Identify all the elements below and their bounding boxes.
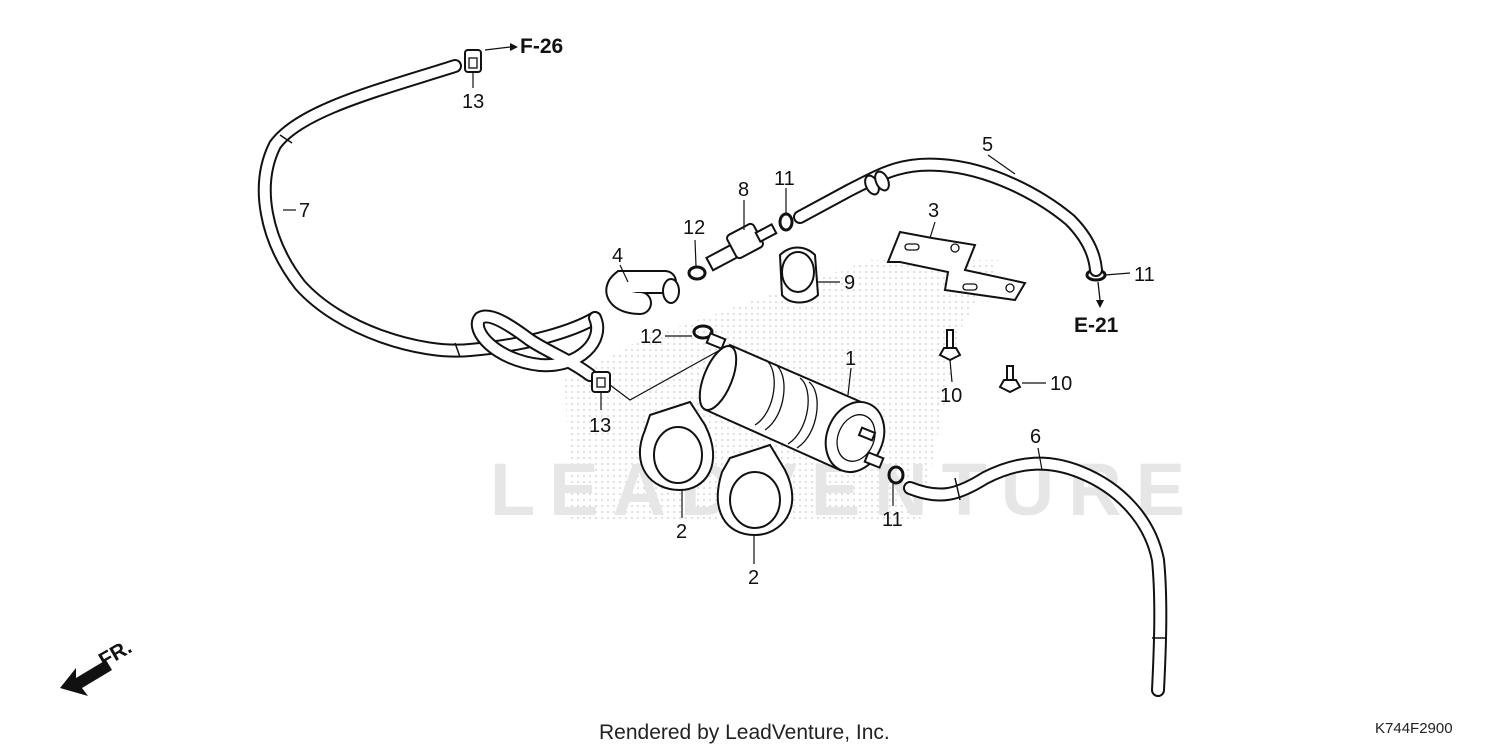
hose-6[interactable] — [903, 456, 1168, 697]
callout-12-upper: 12 — [683, 217, 705, 239]
callout-13-top: 13 — [462, 91, 484, 113]
leader-lines — [283, 72, 1131, 564]
bolt-10-right[interactable] — [998, 365, 1022, 394]
mount-rubber-9[interactable] — [778, 246, 820, 304]
callout-labels: 13 7 4 12 12 8 11 5 3 9 11 1 13 10 10 6 … — [299, 91, 1155, 589]
clamp-11-lower[interactable] — [887, 465, 905, 485]
callout-6: 6 — [1030, 426, 1041, 448]
clip-13-lower[interactable] — [591, 371, 611, 393]
hose-7[interactable] — [257, 59, 605, 382]
callout-10-right: 10 — [1050, 373, 1072, 395]
reference-f26[interactable]: F-26 — [484, 35, 563, 58]
callout-5: 5 — [982, 134, 993, 156]
callout-2-left: 2 — [676, 521, 687, 543]
clamp-11-upper[interactable] — [778, 212, 794, 232]
callout-4: 4 — [612, 245, 623, 267]
callout-9: 9 — [844, 272, 855, 294]
callout-11-right: 11 — [1134, 264, 1155, 286]
callout-8: 8 — [738, 179, 749, 201]
hose-5[interactable] — [793, 157, 1103, 277]
elbow-hose-4[interactable] — [605, 270, 680, 315]
strap-2-right[interactable] — [716, 443, 794, 537]
clamp-12-upper[interactable] — [687, 265, 707, 281]
callout-11-upper: 11 — [774, 168, 795, 190]
clamp-12-lower[interactable] — [692, 324, 714, 340]
bracket-3[interactable] — [886, 230, 1027, 302]
callout-12-lower: 12 — [640, 326, 662, 348]
callout-13-lower: 13 — [589, 415, 611, 437]
valve-8[interactable] — [705, 222, 778, 272]
reference-f26-label: F-26 — [520, 35, 563, 58]
callout-3: 3 — [928, 200, 939, 222]
reference-e21-label: E-21 — [1074, 314, 1119, 337]
footer-diagram-code: K744F2900 — [1375, 720, 1453, 737]
reference-e21[interactable]: E-21 — [1074, 281, 1119, 337]
clip-13-top[interactable] — [464, 49, 482, 73]
strap-2-left[interactable] — [639, 400, 715, 492]
callout-2-right: 2 — [748, 567, 759, 589]
footer-rendered-by: Rendered by LeadVenture, Inc. — [599, 721, 890, 744]
canister-1[interactable] — [692, 332, 894, 481]
bolt-10-upper[interactable] — [938, 329, 962, 362]
callout-7: 7 — [299, 200, 310, 222]
callout-1: 1 — [845, 348, 856, 370]
front-arrow-icon — [60, 660, 112, 696]
front-direction-indicator: FR. — [60, 635, 136, 696]
callout-10-upper: 10 — [940, 385, 962, 407]
callout-11-lower: 11 — [882, 509, 903, 531]
